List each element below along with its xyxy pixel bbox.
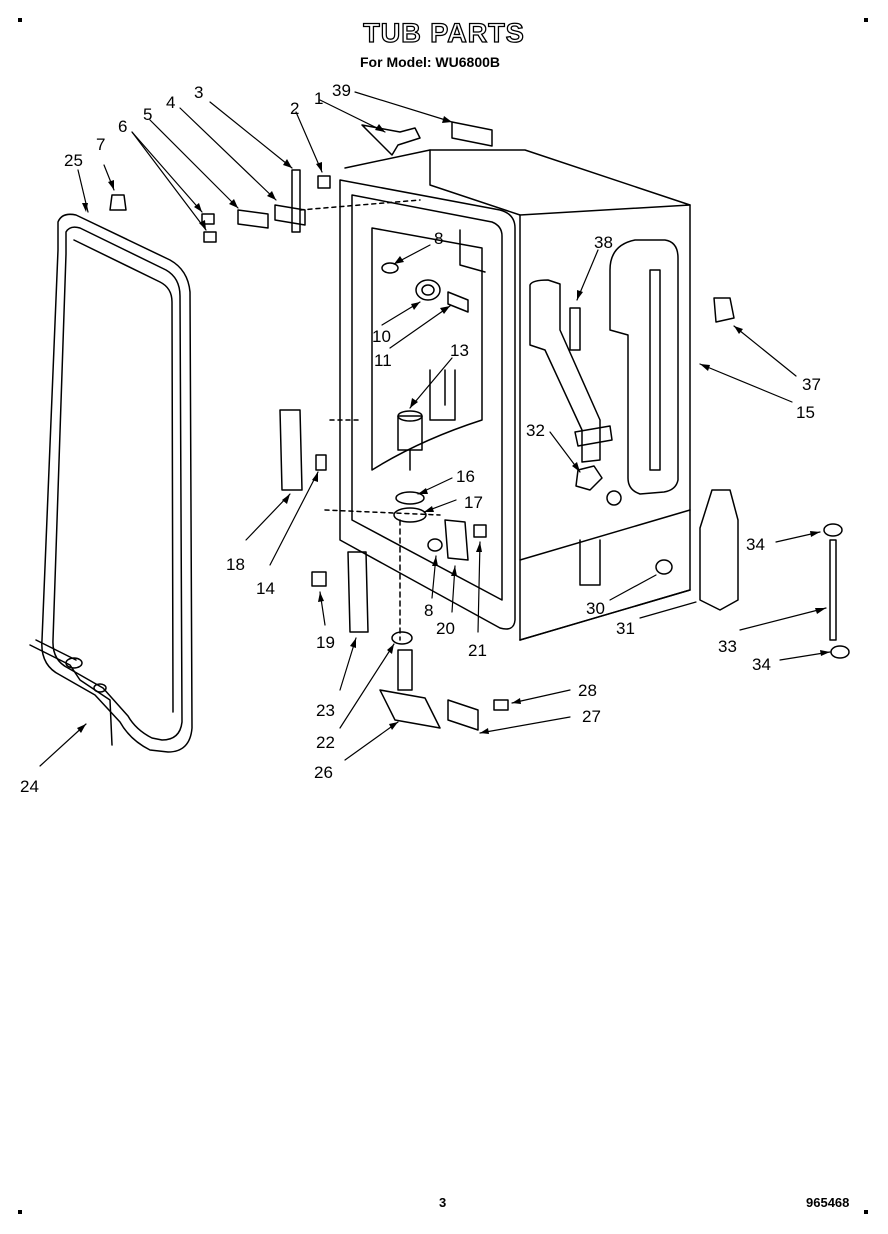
callout-label-23: 23: [316, 701, 335, 720]
callout-label-7: 7: [96, 135, 105, 154]
callout-label-30: 30: [586, 599, 605, 618]
callout-label-31: 31: [616, 619, 635, 638]
page-title: TUB PARTS: [363, 17, 525, 48]
registration-mark-top-left: [18, 18, 22, 22]
registration-mark-top-right: [864, 18, 868, 22]
leader-arrowheads: [77, 116, 830, 734]
document-number: 965468: [806, 1195, 850, 1210]
callout-label-11: 11: [374, 351, 392, 370]
callout-label-38: 38: [594, 233, 613, 252]
callout-label-39: 39: [332, 81, 351, 100]
tub-cabinet: [344, 149, 691, 641]
callout-label-15: 15: [796, 403, 815, 422]
callout-label-1: 1: [314, 89, 323, 108]
callout-label-32: 32: [526, 421, 545, 440]
tub-front-frame: [299, 179, 516, 630]
callout-label-6: 6: [118, 117, 127, 136]
callout-label-18: 18: [226, 555, 245, 574]
model-subtitle: For Model: WU6800B: [360, 54, 501, 70]
page-number: 3: [439, 1195, 447, 1210]
callout-labels: 1 2 3 4 5 6 7 8 8 10 11 13 14 15 16 17 1…: [20, 81, 821, 796]
lower-track: [29, 639, 113, 746]
callout-label-37: 37: [802, 375, 821, 394]
callout-label-34-upper: 34: [746, 535, 765, 554]
callout-label-26: 26: [314, 763, 333, 782]
callout-label-21: 21: [468, 641, 487, 660]
callout-label-8-upper: 8: [434, 229, 443, 248]
callout-label-22: 22: [316, 733, 335, 752]
callout-label-2: 2: [290, 99, 299, 118]
callout-label-25: 25: [64, 151, 83, 170]
callout-label-34-lower: 34: [752, 655, 771, 674]
callout-label-14: 14: [256, 579, 275, 598]
callout-label-33: 33: [718, 637, 737, 656]
callout-label-24: 24: [20, 777, 39, 796]
callout-label-20: 20: [436, 619, 455, 638]
door-gasket: [41, 213, 193, 753]
callout-label-17: 17: [464, 493, 483, 512]
callout-label-19: 19: [316, 633, 335, 652]
small-parts: [109, 121, 850, 731]
callout-label-8-lower: 8: [424, 601, 433, 620]
callout-label-10: 10: [372, 327, 391, 346]
callout-label-28: 28: [578, 681, 597, 700]
registration-mark-bottom-right: [864, 1210, 868, 1214]
callout-label-16: 16: [456, 467, 475, 486]
callout-label-3: 3: [194, 83, 203, 102]
callout-label-13: 13: [450, 341, 469, 360]
callout-label-4: 4: [166, 93, 175, 112]
callout-label-27: 27: [582, 707, 601, 726]
callout-label-5: 5: [143, 105, 152, 124]
leader-lines: [39, 91, 831, 767]
registration-mark-bottom-left: [18, 1210, 22, 1214]
